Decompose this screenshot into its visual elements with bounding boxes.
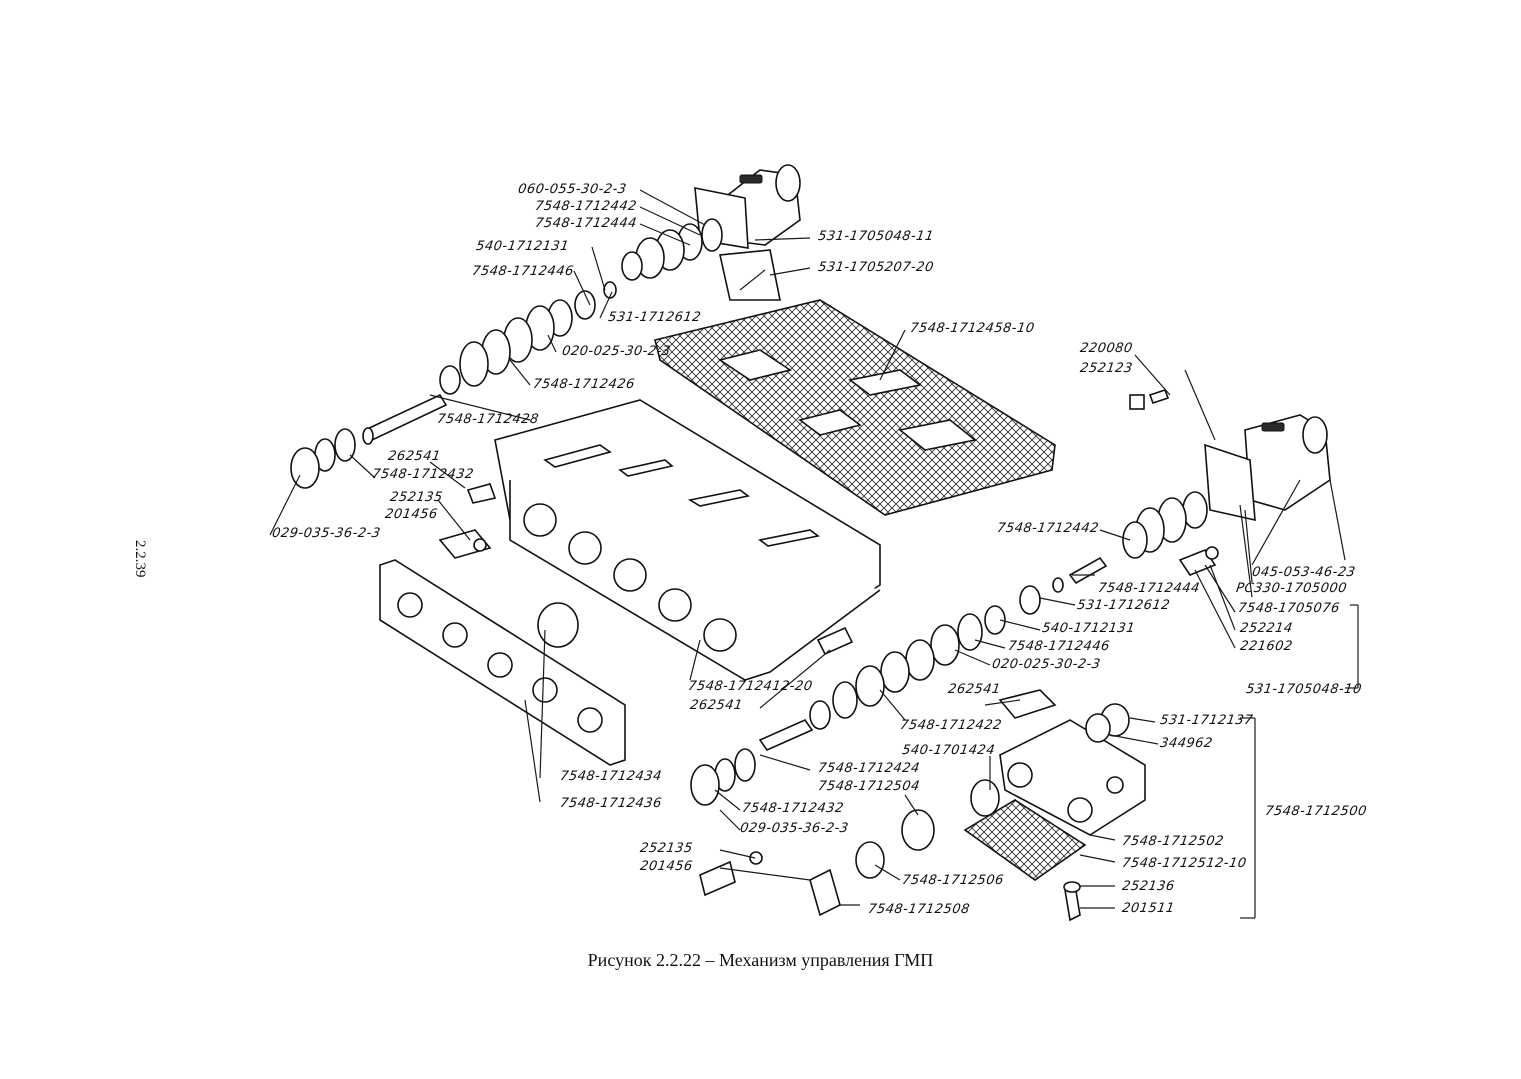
part-label: 531-1705048-11 <box>817 229 935 244</box>
page-number: 2.2.39 <box>132 540 148 578</box>
part-label: 7548-1712432 <box>371 467 475 482</box>
part-label: 344962 <box>1159 736 1214 751</box>
part-label: 540-1712131 <box>1041 621 1137 636</box>
part-label: 531-1705207-20 <box>817 260 935 275</box>
part-label: 201456 <box>384 507 439 522</box>
part-label: 7548-1712436 <box>559 796 663 811</box>
part-label: 252135 <box>389 490 444 505</box>
part-label: 7548-1712458-10 <box>909 321 1036 336</box>
part-label: 252135 <box>639 841 694 856</box>
part-label: 7548-1712422 <box>899 718 1003 733</box>
part-label: 7548-1712442 <box>534 199 638 214</box>
part-label: 020-025-30-2-3 <box>561 344 672 359</box>
valve-housing-lower-right <box>809 703 1146 922</box>
part-label: 7548-1712432 <box>741 801 845 816</box>
part-label: 201456 <box>639 859 694 874</box>
part-label: 7548-1712434 <box>559 769 663 784</box>
part-label: 531-1712612 <box>1076 598 1172 613</box>
figure-caption: Рисунок 2.2.22 – Механизм управления ГМП <box>587 950 934 970</box>
part-label: 7548-1712424 <box>817 761 921 776</box>
part-label: 221602 <box>1239 639 1294 654</box>
part-label: 252136 <box>1121 879 1176 894</box>
part-label: 7548-1712426 <box>532 377 636 392</box>
part-label: 220080 <box>1079 341 1134 356</box>
part-label: 7548-1712504 <box>817 779 921 794</box>
cover-plate-left <box>379 559 626 766</box>
part-label: 262541 <box>689 698 744 713</box>
part-label: 045-053-46-23 <box>1251 565 1357 580</box>
fasteners <box>438 483 1219 897</box>
part-label: 531-1712137 <box>1159 713 1255 728</box>
part-label: 252214 <box>1239 621 1294 636</box>
part-label: 029-035-36-2-3 <box>271 526 382 541</box>
part-label: 7548-1712442 <box>996 521 1100 536</box>
part-label: 020-025-30-2-3 <box>991 657 1102 672</box>
part-label: 540-1701424 <box>901 743 997 758</box>
part-label: 262541 <box>387 449 442 464</box>
part-label: 7548-1705076 <box>1237 601 1341 616</box>
leader-lines <box>269 189 1359 919</box>
part-label: 7548-1712512-10 <box>1121 856 1248 871</box>
part-label: 029-035-36-2-3 <box>739 821 850 836</box>
part-label: 7548-1712506 <box>901 873 1005 888</box>
part-label: РС330-1705000 <box>1235 581 1348 596</box>
part-label: 7548-1712428 <box>436 412 540 427</box>
part-label: 7548-1712444 <box>1097 581 1201 596</box>
part-label: 252123 <box>1079 361 1134 376</box>
valve-body <box>494 399 881 681</box>
part-label: 7548-1712446 <box>471 264 575 279</box>
part-label: 7548-1712502 <box>1121 834 1225 849</box>
part-label: 531-1705048-10 <box>1245 682 1363 697</box>
solenoid-right <box>1129 388 1331 522</box>
part-label: 7548-1712508 <box>867 902 971 917</box>
part-label: 531-1712612 <box>607 310 703 325</box>
gasket-upper <box>654 299 1056 516</box>
part-label: 060-055-30-2-3 <box>517 182 628 197</box>
part-label: 7548-1712412-20 <box>687 679 814 694</box>
valve-stack-right <box>690 491 1208 806</box>
part-label: 540-1712131 <box>475 239 571 254</box>
part-label: 7548-1712446 <box>1007 639 1111 654</box>
part-label: 7548-1712500 <box>1264 804 1368 819</box>
part-label: 7548-1712444 <box>534 216 638 231</box>
part-label: 201511 <box>1121 901 1176 916</box>
part-label: 262541 <box>947 682 1002 697</box>
